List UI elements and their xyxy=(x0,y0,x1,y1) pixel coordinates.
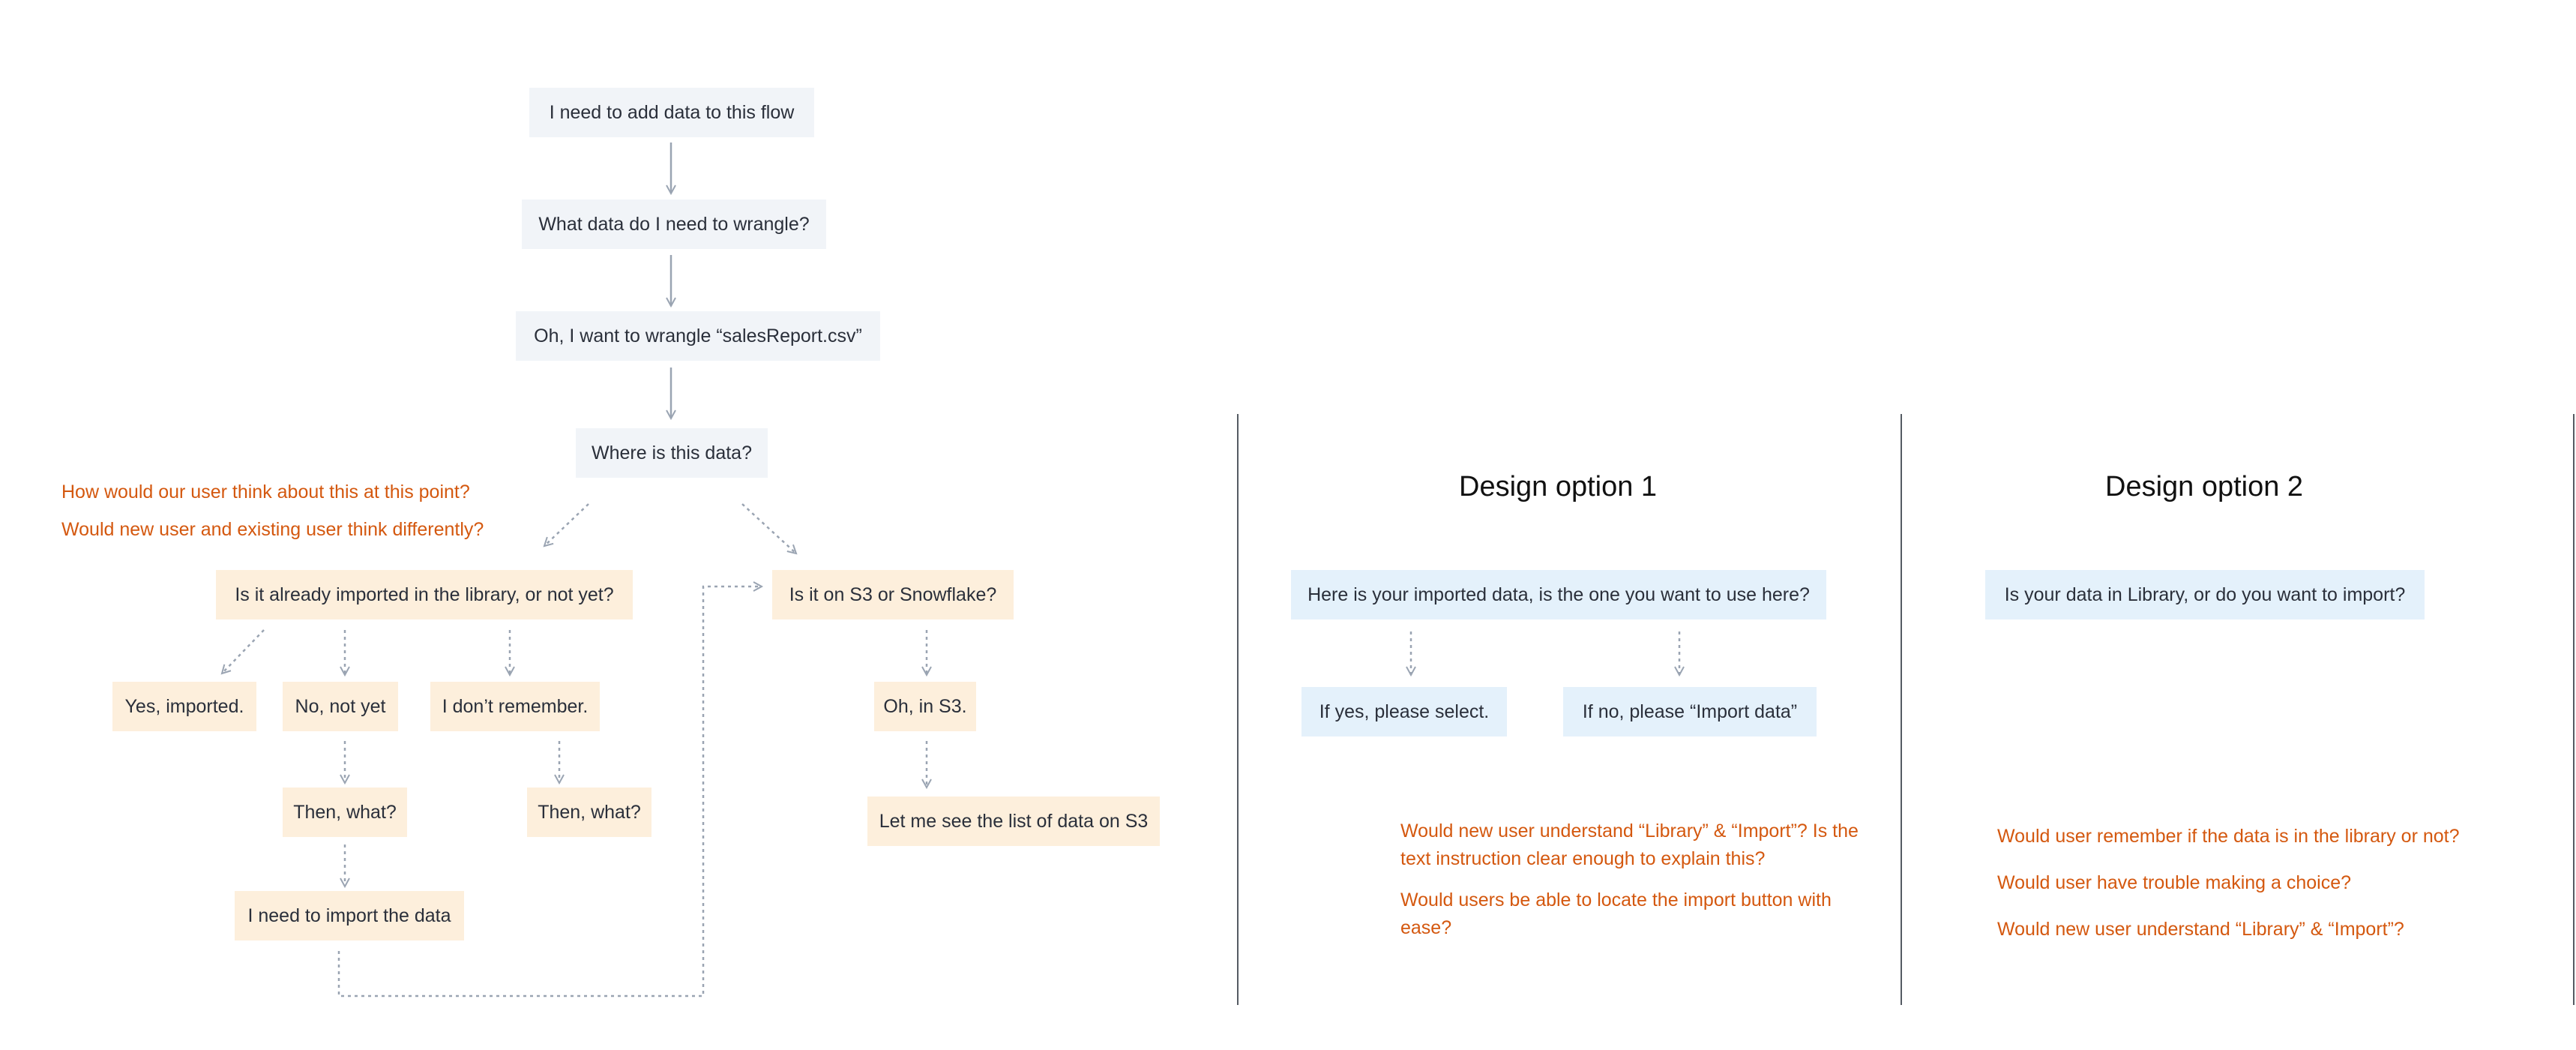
flow-note-new-vs-existing: Would new user and existing user think d… xyxy=(61,519,484,540)
design-option-2-title: Design option 2 xyxy=(2105,471,2304,502)
divider-left xyxy=(1237,414,1239,1005)
flow-step-import-data: I need to import the data xyxy=(235,891,464,940)
connector-q4-library xyxy=(544,503,589,546)
flow-step-where-data: Where is this data? xyxy=(576,428,768,478)
flow-step-s3-question: Is it on S3 or Snowflake? xyxy=(772,570,1014,620)
flow-note-think: How would our user think about this at t… xyxy=(61,482,470,502)
design-option-1-title: Design option 1 xyxy=(1459,471,1658,502)
flow-answer-yes-imported: Yes, imported. xyxy=(112,682,256,731)
option1-import-data[interactable]: If no, please “Import data” xyxy=(1563,687,1817,736)
flow-answer-not-yet: No, not yet xyxy=(283,682,398,731)
option2-note-library-import: Would new user understand “Library” & “I… xyxy=(1997,919,2404,940)
flow-answer-dont-remember: I don’t remember. xyxy=(430,682,600,731)
option1-note-locate-button: Would users be able to locate the import… xyxy=(1400,890,1832,938)
divider-middle xyxy=(1901,414,1902,1005)
flow-step-then-what-2: Then, what? xyxy=(527,788,651,837)
flow-step-add-data: I need to add data to this flow xyxy=(529,88,814,137)
option1-prompt: Here is your imported data, is the one y… xyxy=(1291,570,1826,620)
connector-library-yes xyxy=(222,629,265,674)
flow-step-wrangle-file: Oh, I want to wrangle “salesReport.csv” xyxy=(516,311,880,361)
option2-note-remember: Would user remember if the data is in th… xyxy=(1997,826,2460,847)
flow-step-then-what-1: Then, what? xyxy=(283,788,407,837)
option2-note-choice: Would user have trouble making a choice? xyxy=(1997,872,2352,893)
option1-yes-select[interactable]: If yes, please select. xyxy=(1301,687,1507,736)
flow-step-what-data: What data do I need to wrangle? xyxy=(522,200,826,249)
connector-q4-s3 xyxy=(741,503,796,554)
divider-right xyxy=(2573,414,2575,1005)
option2-prompt: Is your data in Library, or do you want … xyxy=(1985,570,2425,620)
connector-import-s3 xyxy=(337,586,762,998)
flow-step-see-s3-list: Let me see the list of data on S3 xyxy=(867,796,1160,846)
flow-step-library-question: Is it already imported in the library, o… xyxy=(216,570,633,620)
option1-note-library-import: Would new user understand “Library” & “I… xyxy=(1400,820,1859,869)
flow-answer-in-s3: Oh, in S3. xyxy=(874,682,976,731)
